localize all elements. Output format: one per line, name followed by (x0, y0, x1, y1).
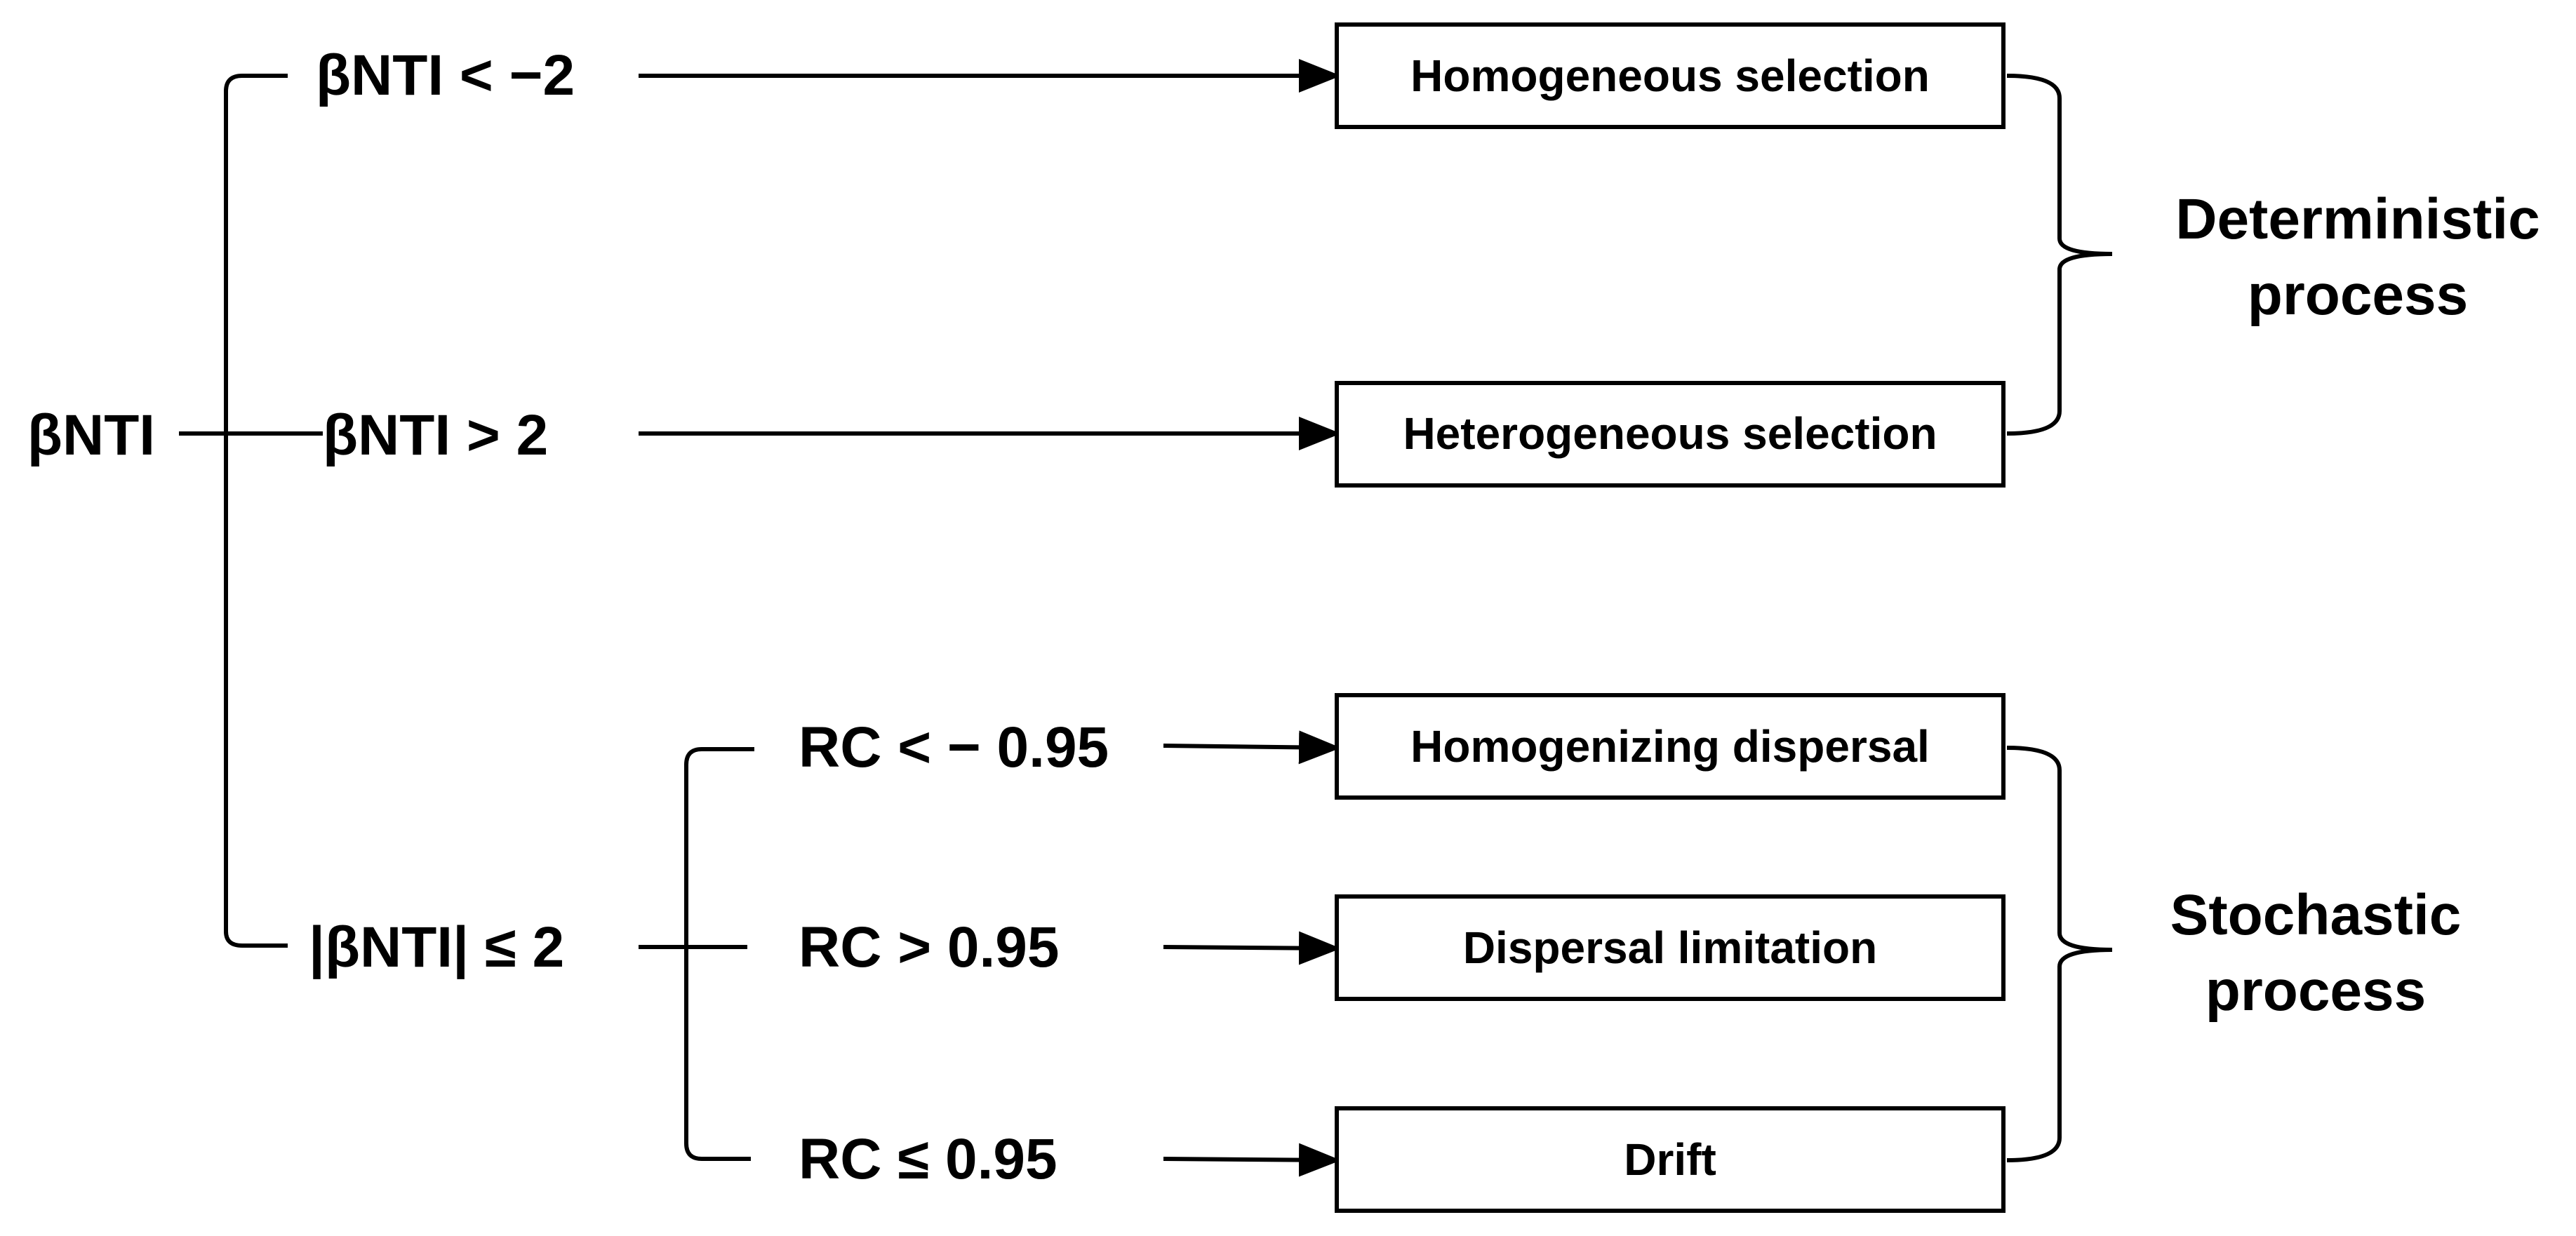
rc-label-1: RC < − 0.95 (799, 716, 1109, 779)
branch-label-2: βNTI > 2 (323, 403, 548, 467)
box-homogeneous-selection (1335, 22, 2006, 129)
main-bracket (224, 74, 288, 948)
box-dispersal-limitation (1335, 894, 2006, 1001)
box-label-heterogeneous-selection: Heterogeneous selection (1403, 408, 1937, 459)
stochastic-label-line2: process (2205, 959, 2427, 1023)
rc-bracket (684, 747, 754, 1161)
deterministic-label-line2: process (2248, 263, 2469, 327)
box-heterogeneous-selection (1335, 381, 2006, 488)
root-label: βNTI (27, 403, 155, 467)
arrow-5 (1163, 1143, 1341, 1177)
arrow-3 (1163, 730, 1341, 765)
deterministic-brace (2006, 74, 2113, 436)
box-drift (1335, 1106, 2006, 1213)
deterministic-label-line1: Deterministic (2175, 187, 2540, 251)
box-label-dispersal-limitation: Dispersal limitation (1463, 922, 1877, 973)
box-label-homogeneous-selection: Homogeneous selection (1410, 51, 1930, 101)
rc-label-3: RC ≤ 0.95 (799, 1127, 1057, 1191)
branch-label-3: |βNTI| ≤ 2 (309, 915, 564, 980)
arrow-4 (1163, 931, 1341, 965)
branch-label-1: βNTI < −2 (316, 43, 575, 107)
box-label-drift: Drift (1624, 1134, 1716, 1185)
stochastic-label-line1: Stochastic (2170, 883, 2462, 947)
rc-label-2: RC > 0.95 (799, 915, 1059, 979)
stochastic-brace (2006, 746, 2113, 1162)
box-homogenizing-dispersal (1335, 693, 2006, 800)
box-label-homogenizing-dispersal: Homogenizing dispersal (1410, 721, 1930, 772)
